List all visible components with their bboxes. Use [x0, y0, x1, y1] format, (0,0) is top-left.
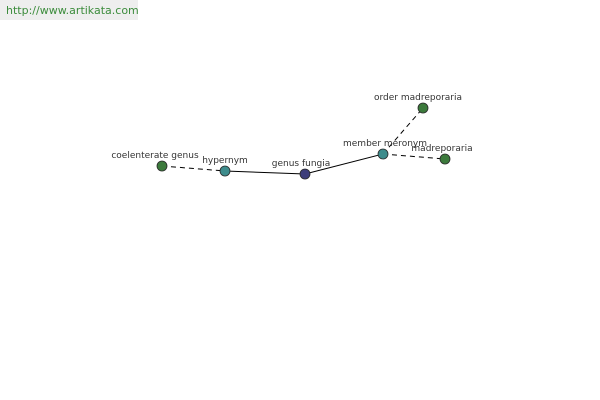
node-dot[interactable]: [156, 160, 168, 172]
edge-genus-fungia-member-meronym: [304, 153, 384, 175]
edge-member-meronym-madreporaria: [382, 153, 446, 160]
node-hypernym[interactable]: hypernym: [202, 156, 248, 177]
edge-member-meronym-order-madreporaria: [382, 107, 424, 155]
node-label-genus-fungia[interactable]: genus fungia: [272, 159, 331, 169]
node-genus-fungia[interactable]: genus fungia: [272, 159, 331, 180]
node-madreporaria[interactable]: madreporaria: [411, 144, 473, 165]
url-banner: http://www.artikata.com: [0, 0, 139, 20]
site-url-link[interactable]: http://www.artikata.com: [6, 4, 139, 17]
nodes-layer: coelenterate genus hypernym genus fungia…: [111, 93, 473, 180]
node-label-coelenterate-genus[interactable]: coelenterate genus: [111, 151, 199, 161]
node-dot[interactable]: [377, 148, 389, 160]
edge-coelenterate-genus-hypernym: [161, 165, 226, 172]
edges-layer: [161, 107, 446, 175]
node-label-hypernym[interactable]: hypernym: [202, 156, 248, 166]
node-label-member-meronym[interactable]: member meronym: [343, 139, 427, 149]
node-order-madreporaria[interactable]: order madreporaria: [374, 93, 462, 114]
node-dot[interactable]: [417, 102, 429, 114]
node-dot[interactable]: [299, 168, 311, 180]
node-dot[interactable]: [439, 153, 451, 165]
node-dot[interactable]: [219, 165, 231, 177]
node-label-madreporaria[interactable]: madreporaria: [411, 144, 472, 154]
node-label-order-madreporaria[interactable]: order madreporaria: [374, 93, 462, 103]
edge-hypernym-genus-fungia: [224, 170, 306, 175]
node-coelenterate-genus[interactable]: coelenterate genus: [111, 151, 199, 172]
node-member-meronym[interactable]: member meronym: [343, 139, 427, 160]
